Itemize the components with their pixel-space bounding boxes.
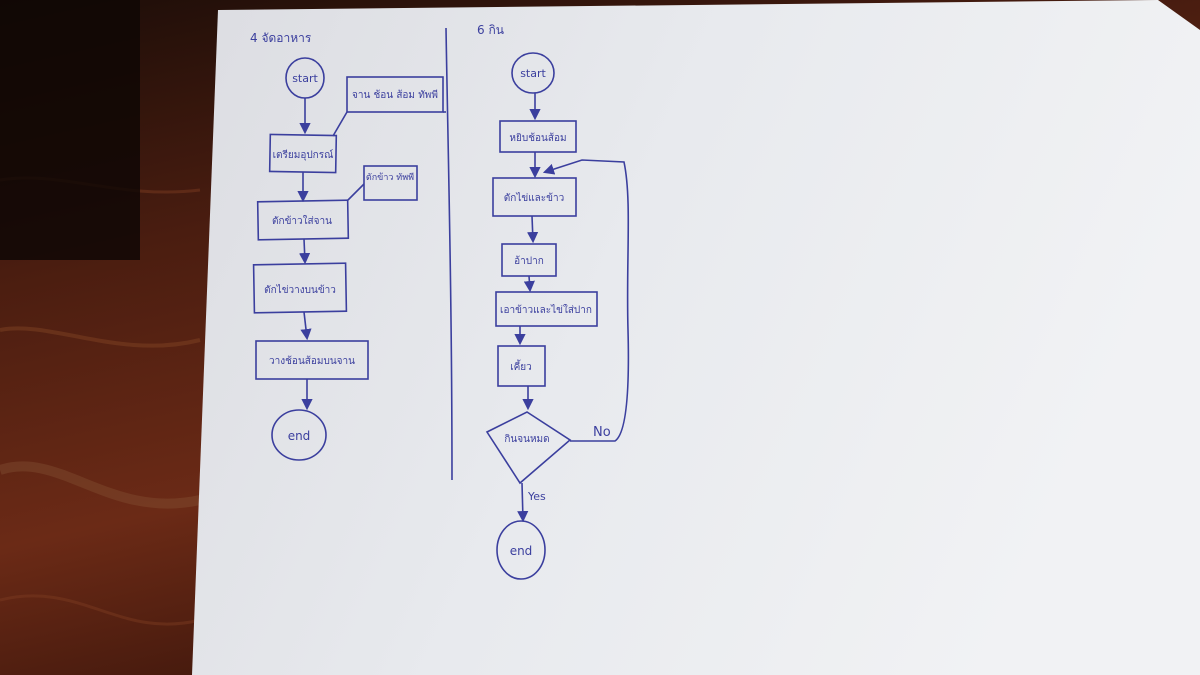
right-decision-text: กินจนหมด (504, 434, 549, 445)
right-end-terminal (496, 520, 546, 580)
right-step-3-text: อ้าปาก (514, 255, 544, 267)
right-start-label: start (520, 67, 546, 80)
left-note-top-link (332, 111, 348, 137)
left-note-mid (363, 165, 418, 201)
right-step-5 (497, 345, 546, 387)
left-step-2 (256, 199, 350, 241)
wood-grain (0, 594, 201, 626)
right-end-label: end (510, 544, 533, 558)
left-note-top-text: จาน ช้อน ส้อม ทัพพี (352, 89, 438, 101)
right-no-label: No (593, 425, 611, 440)
left-step-3 (252, 262, 348, 314)
left-step-2-text: ตักข้าวใส่จาน (272, 215, 332, 227)
left-step-4 (255, 340, 369, 380)
right-yes-label: Yes (527, 490, 546, 503)
left-note-mid-text: ตักข้าว ทัพพี (366, 172, 414, 183)
left-end-terminal (271, 409, 327, 461)
right-step-4 (495, 291, 598, 327)
left-step-4-text: วางช้อนส้อมบนจาน (269, 355, 355, 367)
right-no-loop (542, 159, 630, 442)
wood-grain (0, 326, 201, 348)
left-arrow-3 (299, 238, 311, 265)
right-start-terminal (511, 52, 555, 94)
left-end-label: end (288, 429, 311, 443)
left-step-1 (268, 133, 338, 174)
left-start-label: start (292, 72, 318, 85)
dark-shadow-corner (0, 0, 140, 260)
right-arrow-3 (527, 215, 539, 244)
right-decision (485, 411, 572, 485)
right-step-5-text: เคี้ยว (510, 359, 532, 373)
right-arrow-4 (523, 275, 535, 293)
left-header: 4 จัดอาหาร (250, 31, 312, 45)
wood-grain (0, 461, 202, 509)
left-arrow-4 (300, 311, 312, 341)
right-arrow-yes (517, 482, 529, 523)
right-step-2-text: ตักไข่และข้าว (504, 192, 564, 204)
left-note-top (346, 76, 444, 113)
right-header: 6 กิน (477, 23, 504, 37)
paper-sheet (192, 0, 1200, 675)
left-step-1-text: เตรียมอุปกรณ์ (273, 149, 334, 161)
left-flowchart: 4 จัดอาหาร start จาน ช้อน ส้อม ทัพพี เตร… (250, 31, 446, 461)
right-step-1 (499, 120, 577, 153)
right-step-4-text: เอาข้าวและไข่ใส่ปาก (500, 304, 592, 316)
right-flowchart: 6 กิน start หยิบช้อนส้อม ตักไข่และข้าว อ… (477, 23, 630, 580)
right-step-2 (492, 177, 577, 217)
left-note-mid-link (347, 183, 365, 201)
column-divider (445, 27, 453, 481)
right-step-1-text: หยิบช้อนส้อม (509, 132, 566, 144)
left-step-3-text: ตักไข่วางบนข้าว (264, 284, 336, 296)
